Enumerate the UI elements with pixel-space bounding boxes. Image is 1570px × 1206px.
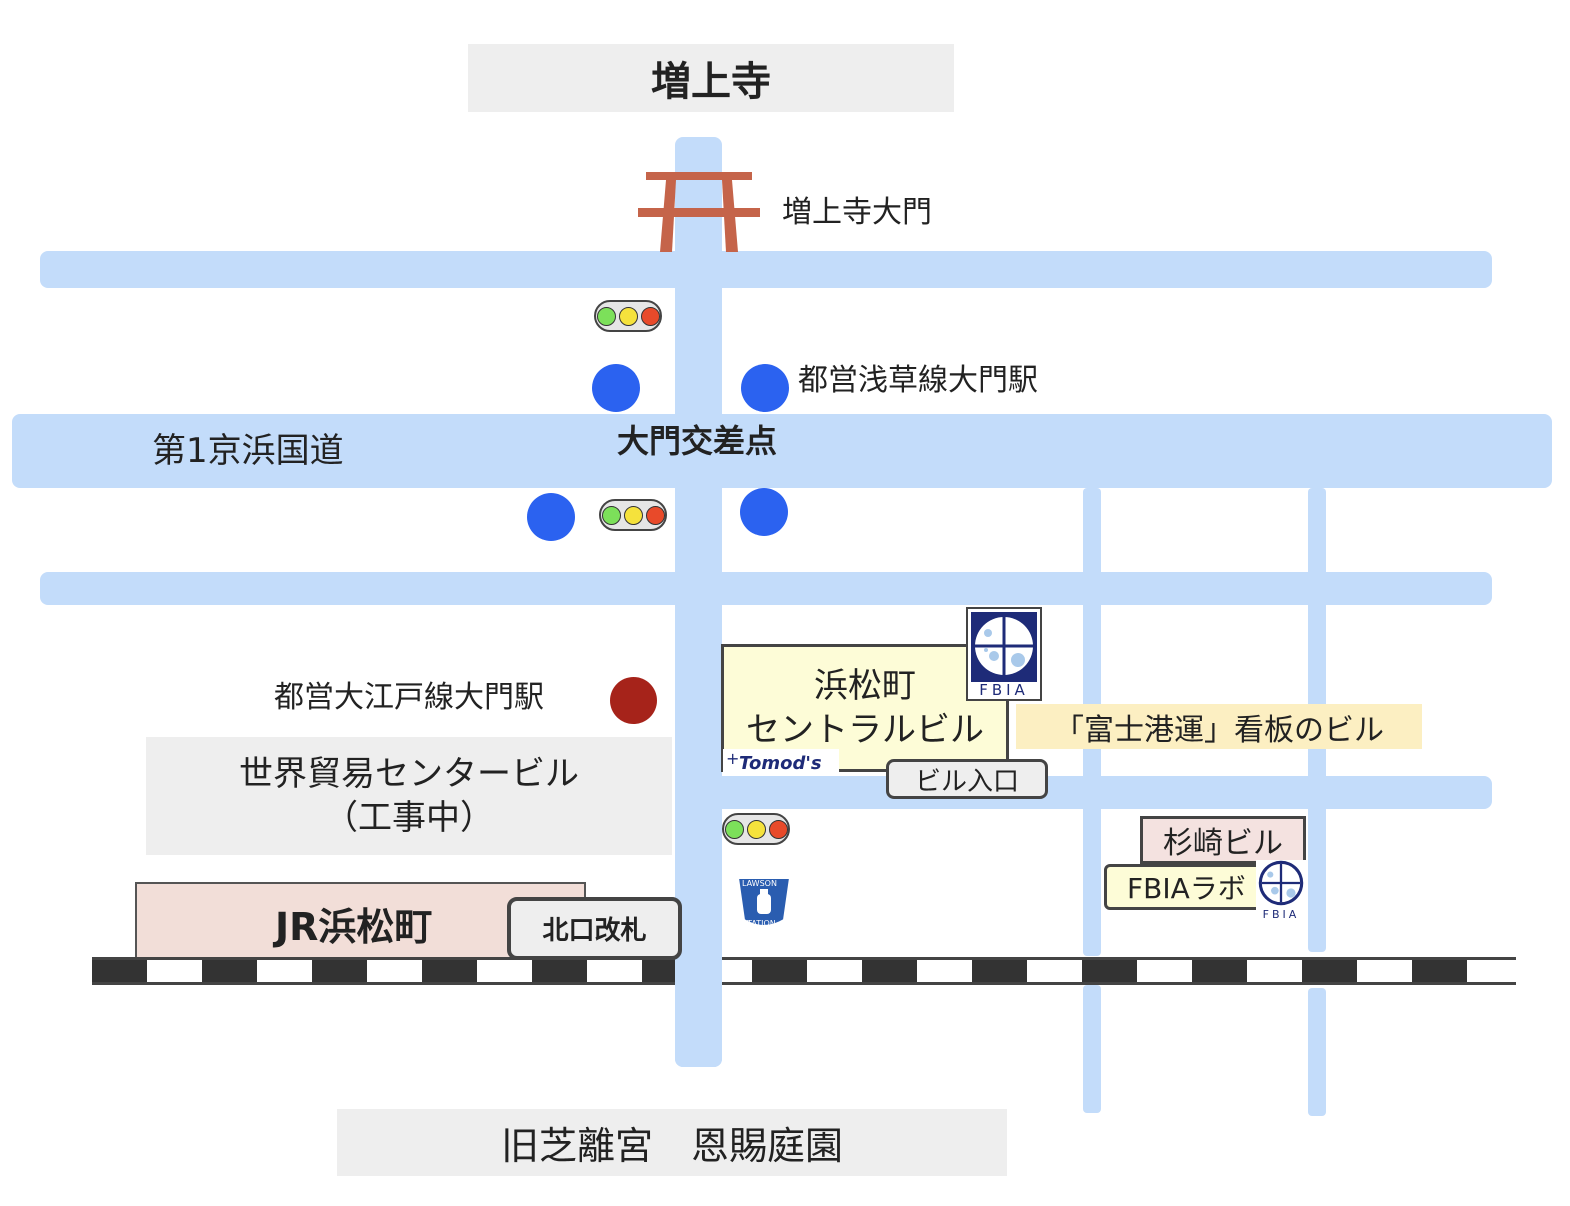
fbia-globe-icon (975, 617, 1033, 675)
road-vertical-main (675, 137, 722, 1067)
fbia-small-globe-icon (1258, 860, 1304, 906)
asakusa-exit-marker (592, 364, 640, 412)
traffic-signal-icon (599, 499, 667, 531)
fbia-lab-label: FBIAラボ (1127, 872, 1246, 905)
tomods-logo-text: Tomod's (739, 753, 822, 774)
fbia-small-logo: FBIA (1256, 860, 1306, 924)
zojoji-label: 増上寺 (651, 59, 771, 105)
jr-station-label: JR浜松町 (275, 904, 433, 949)
torii-icon (638, 172, 760, 252)
traffic-signal-icon (594, 300, 662, 332)
garden-box: 旧芝離宮 恩賜庭園 (337, 1109, 1007, 1176)
north-gate-label: 北口改札 (542, 916, 647, 946)
building-entrance-label: ビル入口 (914, 766, 1019, 797)
wtc-note: （工事中） (324, 798, 494, 838)
wtc-box: 世界貿易センタービル （工事中） (146, 737, 672, 855)
lawson-logo-top: LAWSON (742, 879, 777, 888)
road-horizontal-middle (40, 572, 1492, 605)
asakusa-station-label: 都営浅草線大門駅 (798, 363, 1038, 398)
railway-track (92, 957, 1516, 985)
road-vertical-east-2-south (1308, 988, 1326, 1116)
sugizaki-building-box: 杉崎ビル (1140, 816, 1306, 864)
north-gate-box: 北口改札 (507, 897, 682, 960)
fbia-lab-box: FBIAラボ (1104, 864, 1274, 910)
asakusa-exit-marker (527, 493, 575, 541)
tomods-logo: + Tomod's (723, 749, 839, 775)
road-daiichi-keihin (12, 414, 1552, 488)
asakusa-exit-marker (740, 488, 788, 536)
sign-note-box: 「富士港運」看板のビル (1016, 704, 1422, 749)
daimon-crossing-label: 大門交差点 (617, 422, 778, 460)
zojoji-box: 増上寺 (468, 44, 954, 112)
road-vertical-east-1-south (1083, 985, 1101, 1113)
oedo-station-label: 都営大江戸線大門駅 (274, 680, 544, 715)
road-horizontal-north (40, 251, 1492, 288)
kokudo-label: 第1京浜国道 (152, 431, 344, 471)
central-building-name-2: セントラルビル (746, 710, 984, 750)
sign-note-label: 「富士港運」看板のビル (1054, 712, 1384, 748)
lawson-logo-bottom: STATION (742, 919, 776, 928)
fbia-logo-text: FBIA (979, 681, 1029, 699)
road-vertical-main-crossing (675, 950, 722, 1067)
fbia-logo: FBIA (966, 607, 1042, 701)
zojoji-daimon-label: 増上寺大門 (782, 195, 932, 230)
sugizaki-building-label: 杉崎ビル (1163, 826, 1283, 861)
wtc-name: 世界貿易センタービル (239, 754, 579, 794)
fbia-small-logo-text: FBIA (1262, 908, 1300, 921)
lawson-station-icon (736, 877, 792, 927)
central-building-name-1: 浜松町 (814, 666, 916, 706)
oedo-station-marker (610, 677, 657, 724)
garden-label: 旧芝離宮 恩賜庭園 (500, 1124, 843, 1168)
tomods-cross-icon: + (726, 749, 740, 768)
building-entrance-box: ビル入口 (886, 759, 1048, 799)
traffic-signal-icon (722, 813, 790, 845)
asakusa-exit-marker (741, 364, 789, 412)
